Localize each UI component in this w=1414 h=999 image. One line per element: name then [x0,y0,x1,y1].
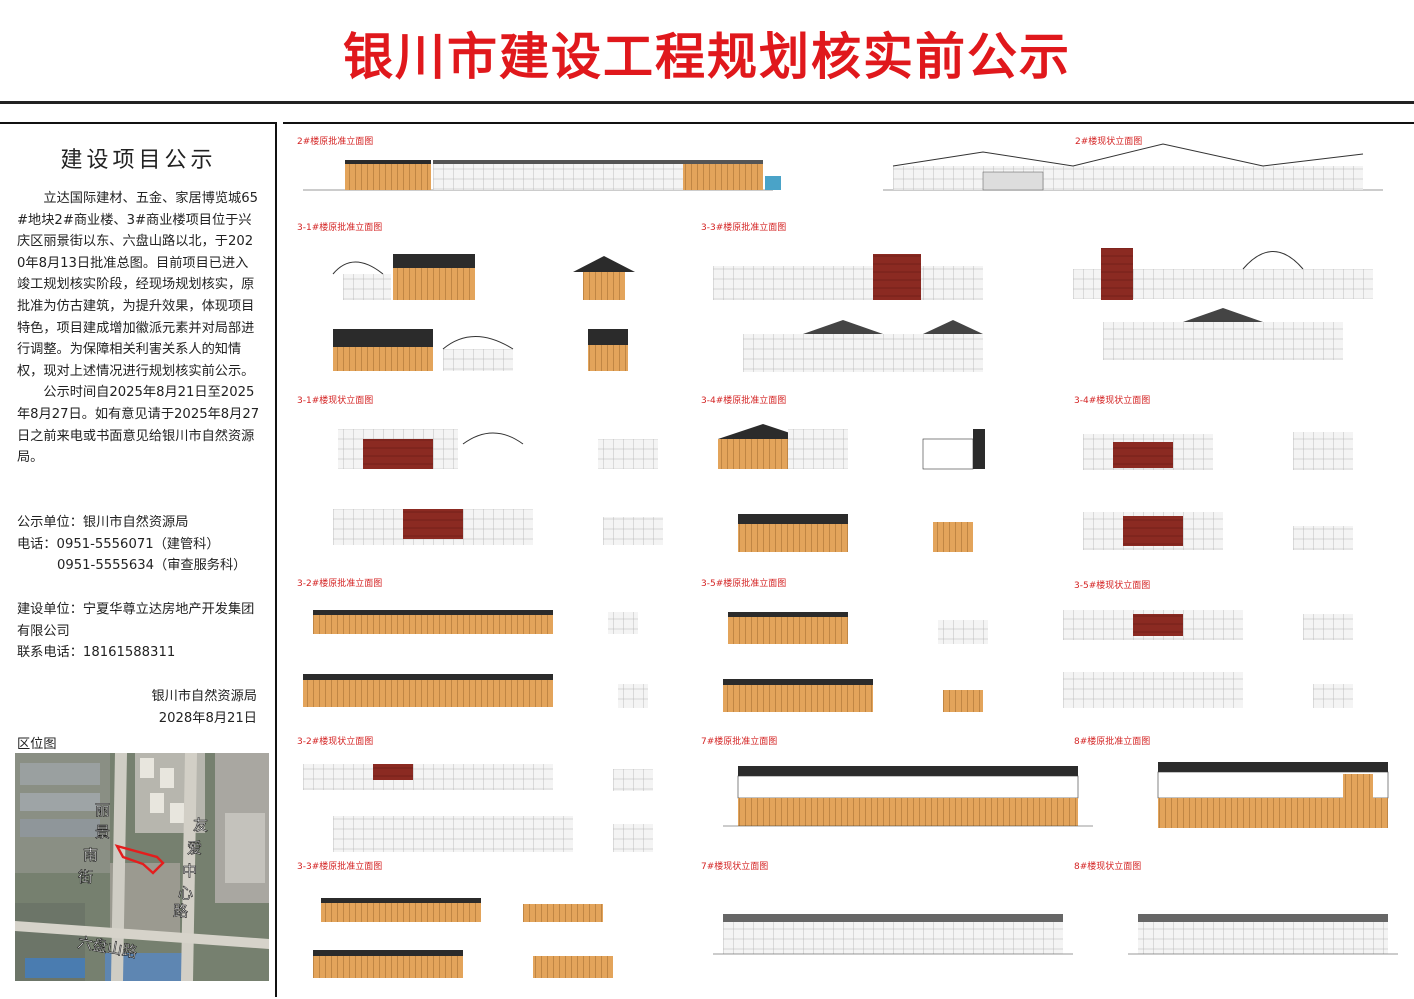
caption-3: 3-1#楼原批准立面图 [297,223,383,233]
page-title: 银川市建设工程规划核实前公示 [343,28,1071,86]
caption-15: 7#楼现状立面图 [701,862,769,872]
map-road-label-5: 友 [193,816,208,834]
publisher-info: 公示单位：银川市自然资源局 电话：0951-5556071（建管科） 0951-… [17,512,267,577]
caption-6: 3-4#楼原批准立面图 [701,396,787,406]
header-banner: 银川市建设工程规划核实前公示 [0,0,1414,102]
drawing-7-current [713,914,1073,955]
drawing-3-5-original [723,612,988,712]
drawing-3-3-original-b [313,898,613,978]
builder-phone: 联系电话：18161588311 [17,645,176,661]
drawing-2-original [303,160,781,191]
notice-paragraph-2: 公示时间自2025年8月21日至2025年8月27日。如有意见请于2025年8月… [17,385,260,466]
builder: 建设单位：宁夏华尊立达房地产开发集团有限公司 [17,602,255,639]
signature-org: 银川市自然资源局 [151,689,258,704]
header-divider [0,101,1414,104]
location-map: 丽 景 南 街 友 爱 中 心 路 六盘山路 [15,753,269,981]
drawing-3-1-current [333,429,663,545]
caption-13: 8#楼原批准立面图 [1074,737,1151,747]
drawing-3-2-original [303,610,648,708]
map-road-label-7: 中 [182,862,197,880]
builder-info: 建设单位：宁夏华尊立达房地产开发集团有限公司 联系电话：18161588311 [17,599,263,664]
publisher: 公示单位：银川市自然资源局 [17,515,189,530]
map-road-label-6: 爱 [187,839,202,857]
caption-16: 8#楼现状立面图 [1074,862,1142,872]
phone-2: 0951-5555634（审查服务科） [57,558,247,574]
notice-paragraph-1: 立达国际建材、五金、家居博览城65#地块2#商业楼、3#商业楼项目位于兴庆区丽景… [17,191,258,379]
drawing-3-3-original [713,254,983,372]
drawing-8-current [1128,914,1398,955]
drawing-2-current [883,143,1383,191]
caption-8: 3-2#楼原批准立面图 [297,579,383,589]
drawing-3-2-current [303,764,653,852]
caption-10: 3-5#楼现状立面图 [1074,581,1151,591]
drawing-3-3-current [1073,248,1373,360]
map-road-label-1: 丽 [95,801,110,819]
caption-7: 3-4#楼现状立面图 [1074,396,1151,406]
caption-4: 3-3#楼原批准立面图 [701,223,787,233]
map-road-label-3: 南 [83,846,98,864]
drawing-8-original [1157,762,1389,828]
caption-9: 3-5#楼原批准立面图 [701,579,787,589]
caption-14: 3-3#楼原批准立面图 [297,862,383,872]
elevation-drawing-sheet [303,143,1398,978]
drawing-3-4-current [1083,432,1353,550]
map-label: 区位图 [17,737,57,752]
drawing-3-1-original [332,254,635,371]
elevation-drawings-panel: 2#楼原批准立面图 2#楼现状立面图 3-1#楼原批准立面图 3-3#楼原批准立… [283,122,1414,997]
drawing-3-4-original [718,424,985,552]
map-road-label-2: 景 [95,823,110,841]
map-road-label-9: 路 [173,902,188,920]
caption-2: 2#楼现状立面图 [1075,137,1143,147]
caption-1: 2#楼原批准立面图 [297,137,374,147]
signature: 银川市自然资源局 2028年8月21日 [152,686,258,729]
notice-heading: 建设项目公示 [60,148,217,173]
map-road-label-4: 街 [78,868,93,886]
caption-12: 7#楼原批准立面图 [701,737,778,747]
notice-body: 立达国际建材、五金、家居博览城65#地块2#商业楼、3#商业楼项目位于兴庆区丽景… [17,188,261,469]
caption-11: 3-2#楼现状立面图 [297,737,374,747]
drawing-3-5-current [1063,610,1353,708]
caption-5: 3-1#楼现状立面图 [297,396,374,406]
map-graphic: 丽 景 南 街 友 爱 中 心 路 六盘山路 [15,753,269,981]
drawing-7-original [723,766,1093,827]
signature-date: 2028年8月21日 [158,710,257,726]
map-road-label-8: 心 [178,884,193,902]
phone-1: 电话：0951-5556071（建管科） [17,536,220,552]
notice-panel: 建设项目公示 立达国际建材、五金、家居博览城65#地块2#商业楼、3#商业楼项目… [0,122,277,997]
